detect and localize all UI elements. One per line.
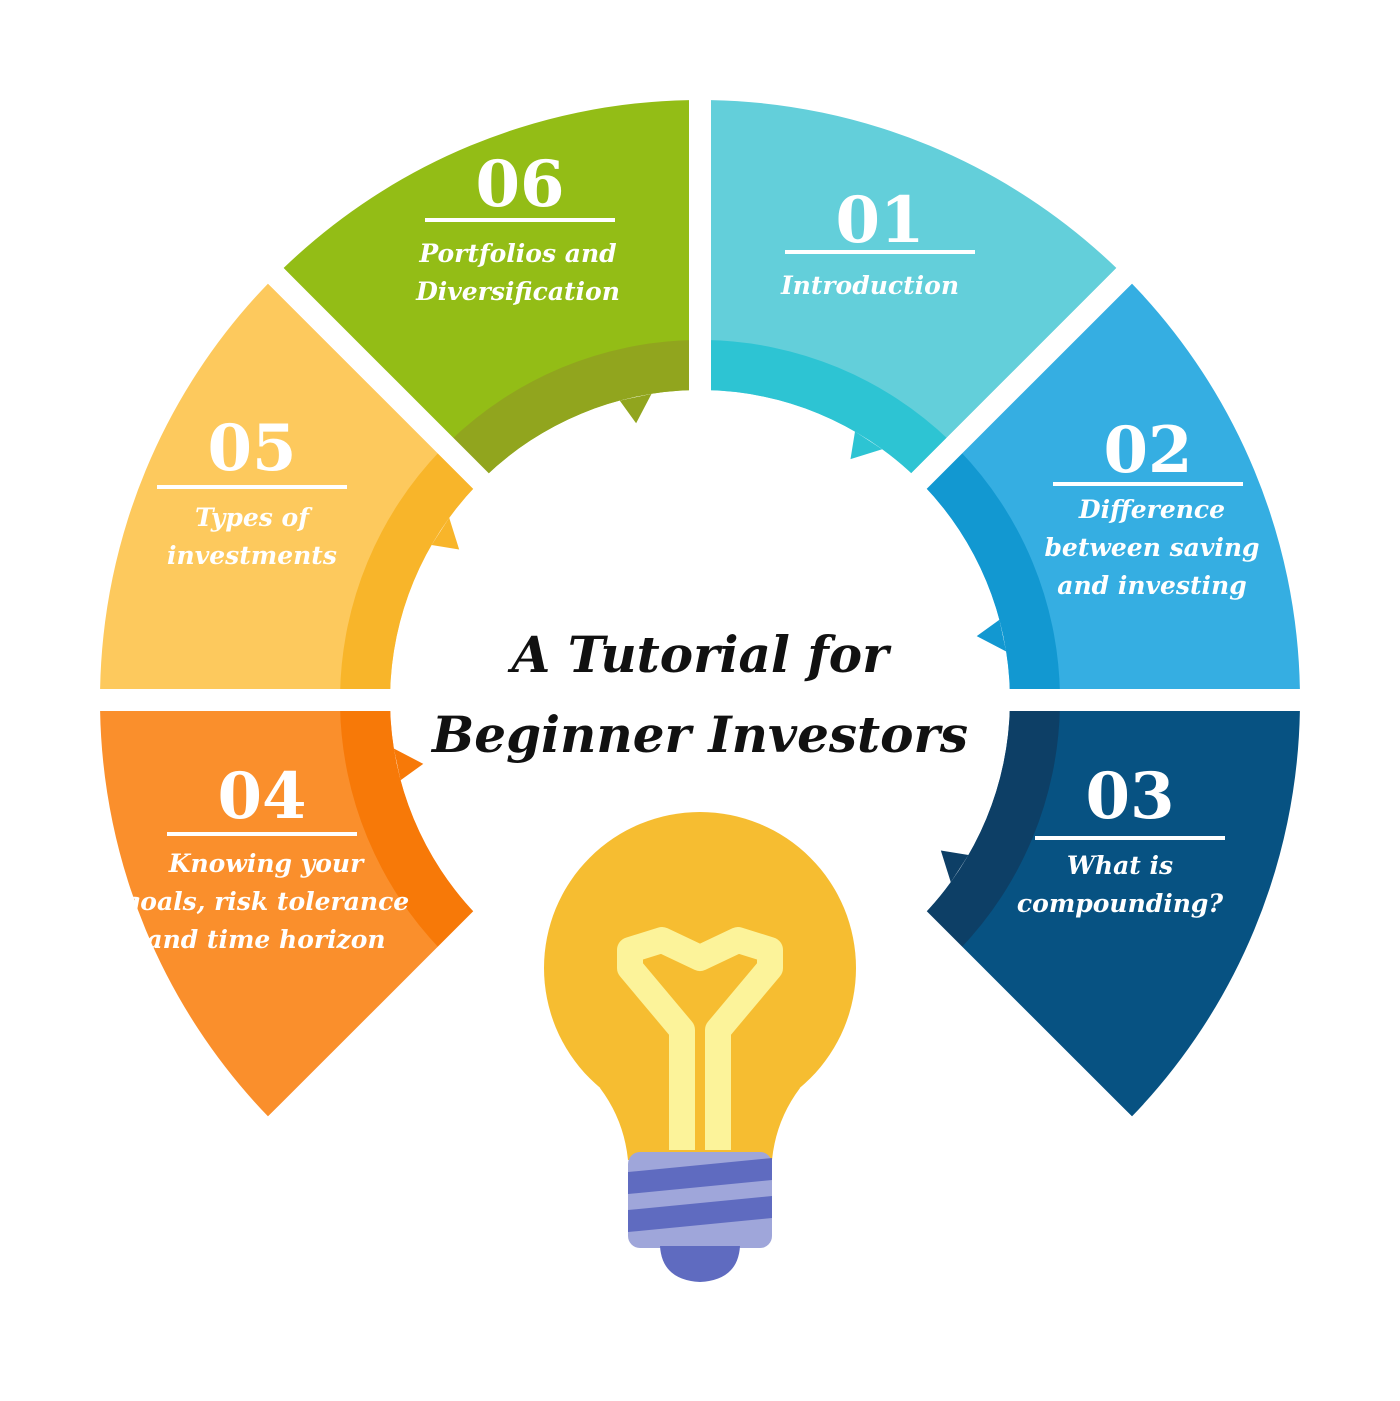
bulb-filament	[617, 927, 783, 1150]
segment-02-pointer	[976, 619, 1007, 652]
segment-06	[283, 100, 695, 477]
step-title-line: Portfolios and	[418, 239, 616, 268]
segment-separator	[260, 883, 517, 1140]
step-number: 05	[207, 411, 296, 486]
step-title-line: Difference	[1078, 495, 1225, 524]
step-title-line: Knowing your	[168, 849, 365, 878]
segment-04	[100, 705, 477, 1117]
step-title-line: and investing	[1057, 571, 1246, 600]
step-title-line: investments	[167, 541, 337, 570]
segment-01-inner-band	[705, 340, 950, 477]
segment-01-pointer	[850, 431, 883, 460]
segment-03	[923, 705, 1300, 1117]
step-title-line: compounding?	[1017, 889, 1223, 918]
segment-separator	[883, 260, 1140, 517]
bulb-tip	[660, 1246, 740, 1282]
segment-02	[923, 283, 1300, 695]
title-line-1: A Tutorial for	[508, 625, 893, 684]
step-number: 04	[217, 759, 306, 834]
bulb-neck	[600, 1088, 800, 1160]
light-bulb-icon	[544, 812, 856, 1282]
segment-06-pointer	[619, 393, 652, 424]
step-number: 02	[1103, 413, 1192, 488]
step-title-line: Diversification	[415, 277, 620, 306]
step-title-line: between saving	[1044, 533, 1259, 562]
bulb-stripe	[628, 1196, 772, 1232]
segment-separator	[260, 260, 517, 517]
segment-04-pointer	[393, 748, 424, 781]
segment-02-inner-band	[923, 450, 1060, 695]
step-title-line: Types of	[195, 503, 313, 532]
bulb-base-stripes	[628, 1158, 772, 1232]
step-number: 06	[475, 147, 564, 222]
segment-03-pointer	[940, 850, 969, 883]
segment-06-inner-band	[450, 340, 695, 477]
segment-04-inner-band	[340, 705, 477, 950]
step-number: 03	[1085, 759, 1174, 834]
diagram-title: A Tutorial for Beginner Investors	[430, 625, 968, 764]
step-number: 01	[835, 183, 924, 258]
step-title-line: What is	[1067, 851, 1173, 880]
segment-05-inner-band	[340, 450, 477, 695]
segment-separator	[883, 883, 1140, 1140]
bulb-stripe	[628, 1158, 772, 1194]
step-title-line: and time horizon	[146, 925, 385, 954]
step-title-line: goals, risk tolerance	[123, 887, 409, 916]
segment-03-inner-band	[923, 705, 1060, 950]
title-line-2: Beginner Investors	[430, 705, 968, 764]
segment-05-pointer	[431, 517, 460, 550]
step-title-line: Introduction	[780, 271, 959, 300]
segment-01	[705, 100, 1117, 477]
